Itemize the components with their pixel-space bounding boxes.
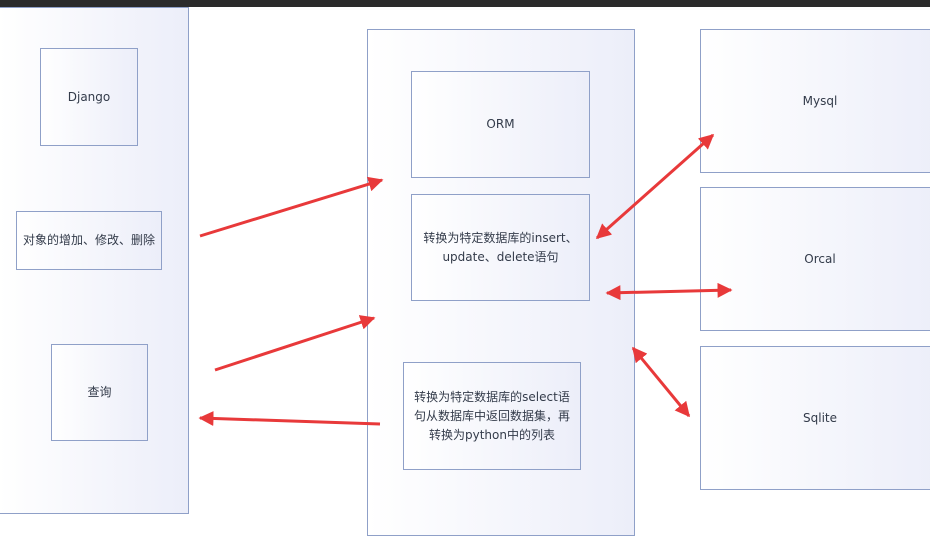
orm-box: ORM — [411, 71, 590, 178]
mysql-label: Mysql — [802, 93, 838, 108]
top-bar — [0, 0, 930, 7]
convert-orcal-arrow — [605, 282, 733, 301]
convert-mysql-arrow — [595, 133, 715, 240]
orcal-box: Orcal — [700, 187, 930, 331]
django-label: Django — [67, 89, 111, 104]
select-box: 转换为特定数据库的select语句从数据库中返回数据集，再转换为python中的… — [403, 362, 581, 470]
convert-sql-box: 转换为特定数据库的insert、update、delete语句 — [411, 194, 590, 301]
orm-to-query-arrow — [198, 410, 381, 426]
sqlite-box: Sqlite — [700, 346, 930, 490]
select-label: 转换为特定数据库的select语句从数据库中返回数据集，再转换为python中的… — [413, 389, 570, 442]
query-to-orm-arrow — [214, 315, 376, 372]
orm-label: ORM — [486, 117, 515, 131]
sqlite-label: Sqlite — [803, 410, 837, 425]
convert-sql-label: 转换为特定数据库的insert、update、delete语句 — [423, 230, 578, 264]
mysql-box: Mysql — [700, 29, 930, 173]
crud-to-orm-arrow — [199, 176, 384, 238]
orm-sqlite-arrow — [631, 346, 691, 418]
crud-label: 对象的增加、修改、删除 — [23, 233, 156, 247]
django-box: Django — [40, 48, 138, 146]
query-label: 查询 — [87, 385, 112, 399]
crud-box: 对象的增加、修改、删除 — [16, 211, 162, 270]
orcal-label: Orcal — [804, 251, 836, 266]
query-box: 查询 — [51, 344, 148, 441]
